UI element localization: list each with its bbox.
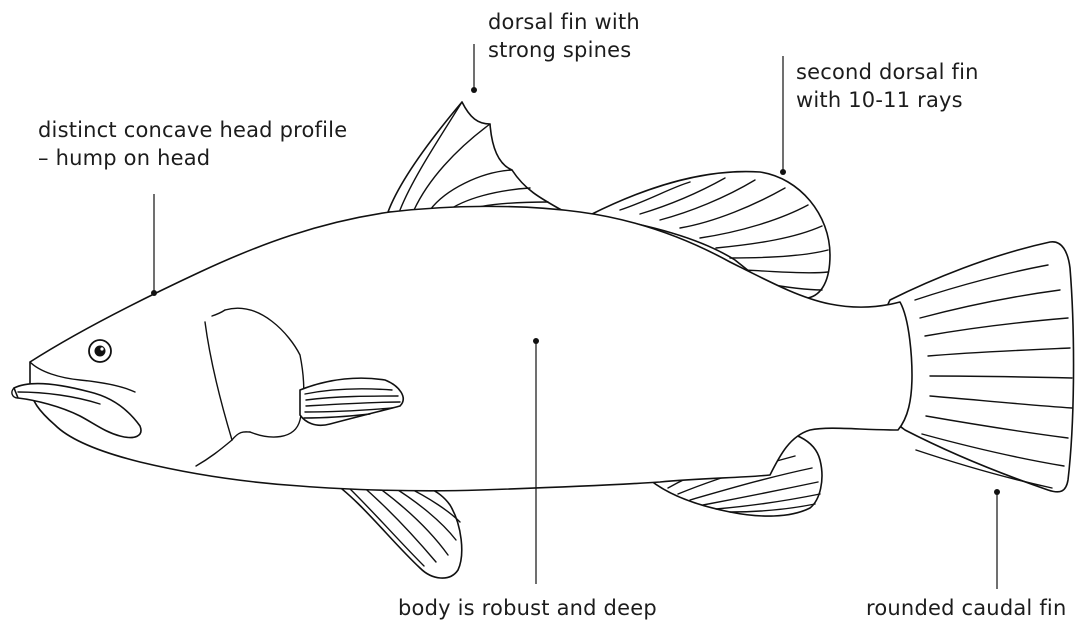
body-label: body is robust and deep — [398, 594, 657, 622]
dorsal-fin-label-line2: strong spines — [488, 36, 640, 64]
caudal-fin-label: rounded caudal fin — [866, 594, 1066, 622]
second-dorsal-fin-label: second dorsal fin with 10-11 rays — [796, 58, 979, 114]
pelvic-fin — [330, 480, 462, 578]
second-dorsal-fin-label-line2: with 10-11 rays — [796, 86, 979, 114]
dorsal-fin-label: dorsal fin with strong spines — [488, 8, 640, 64]
head-profile-label-line2: – hump on head — [38, 144, 347, 172]
dorsal-fin-label-line1: dorsal fin with — [488, 8, 640, 36]
second-dorsal-fin-label-line1: second dorsal fin — [796, 58, 979, 86]
head-profile-label: distinct concave head profile – hump on … — [38, 116, 347, 172]
fish-eye — [89, 340, 111, 362]
body-label-line1: body is robust and deep — [398, 594, 657, 622]
first-dorsal-fin — [388, 102, 565, 212]
head-profile-label-line1: distinct concave head profile — [38, 116, 347, 144]
caudal-fin-label-line1: rounded caudal fin — [866, 594, 1066, 622]
